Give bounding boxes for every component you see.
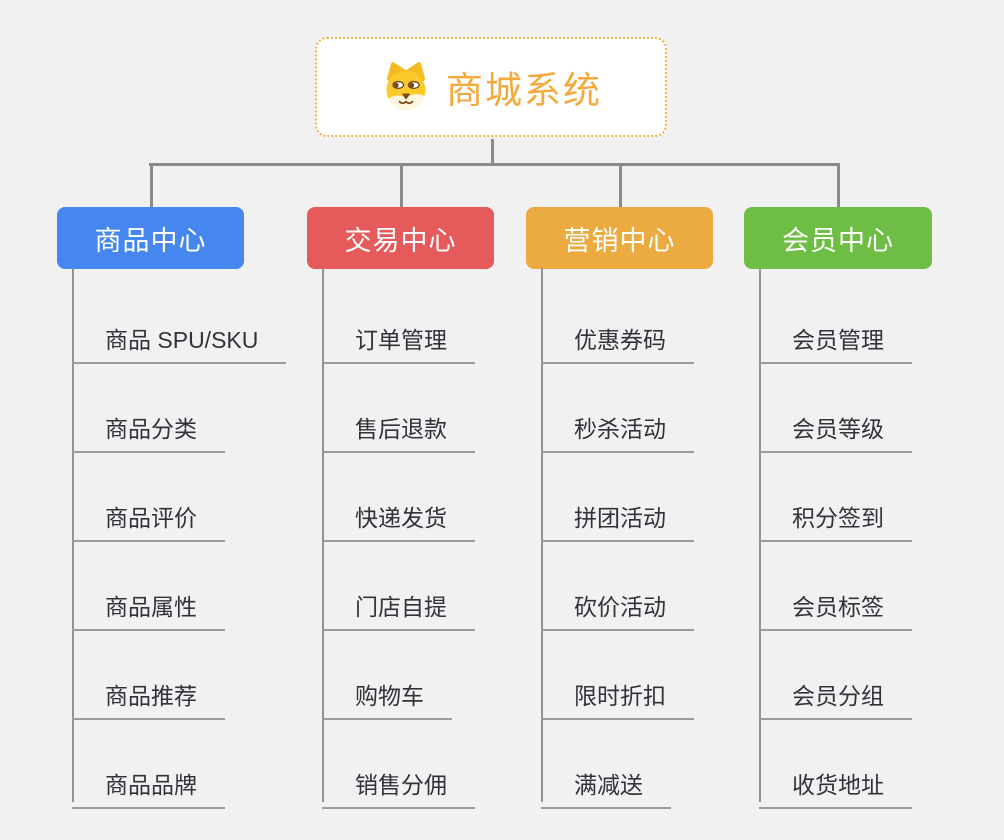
child-topic[interactable]: 门店自提 xyxy=(322,572,475,631)
child-topic[interactable]: 订单管理 xyxy=(322,305,475,364)
connector-line xyxy=(149,163,839,166)
child-topic-label: 会员标签 xyxy=(792,594,884,620)
branch-header-label: 交易中心 xyxy=(344,225,457,256)
root-title: 商城系统 xyxy=(446,70,602,111)
child-topic[interactable]: 商品 SPU/SKU xyxy=(72,305,287,364)
connector-line xyxy=(619,163,622,207)
connector-line xyxy=(400,163,403,207)
branch-header-label: 商品中心 xyxy=(94,225,207,256)
child-topic-label: 秒杀活动 xyxy=(574,416,666,442)
child-topic[interactable]: 商品评价 xyxy=(72,483,225,542)
child-topic-label: 拼团活动 xyxy=(574,505,666,531)
child-topic[interactable]: 拼团活动 xyxy=(541,483,694,542)
branch-children-line xyxy=(759,268,761,802)
child-topic-label: 销售分佣 xyxy=(355,772,447,798)
child-topic[interactable]: 商品品牌 xyxy=(72,750,225,809)
child-topic[interactable]: 快递发货 xyxy=(322,483,475,542)
root-node[interactable]: 商城系统 xyxy=(315,37,667,137)
child-topic[interactable]: 会员等级 xyxy=(759,394,912,453)
branch-header-1[interactable]: 交易中心 xyxy=(307,207,494,269)
branch-header-2[interactable]: 营销中心 xyxy=(526,207,713,269)
child-topic-label: 收货地址 xyxy=(792,772,884,798)
child-topic-label: 门店自提 xyxy=(355,594,447,620)
child-topic-label: 满减送 xyxy=(574,772,643,798)
child-topic-label: 购物车 xyxy=(355,683,424,709)
child-topic-label: 会员分组 xyxy=(792,683,884,709)
child-topic[interactable]: 售后退款 xyxy=(322,394,475,453)
child-topic-label: 商品 SPU/SKU xyxy=(105,327,259,353)
child-topic-label: 商品评价 xyxy=(105,505,197,531)
connector-line xyxy=(837,163,840,207)
child-topic-label: 商品品牌 xyxy=(105,772,197,798)
branch-header-3[interactable]: 会员中心 xyxy=(744,207,932,269)
child-topic[interactable]: 积分签到 xyxy=(759,483,912,542)
child-topic-label: 优惠券码 xyxy=(574,327,666,353)
child-topic[interactable]: 收货地址 xyxy=(759,750,912,809)
connector-line xyxy=(491,139,494,166)
child-topic[interactable]: 购物车 xyxy=(322,661,452,720)
child-topic[interactable]: 商品推荐 xyxy=(72,661,225,720)
branch-header-label: 会员中心 xyxy=(782,225,894,256)
child-topic[interactable]: 销售分佣 xyxy=(322,750,475,809)
child-topic-label: 会员管理 xyxy=(792,327,884,353)
branch-children-line xyxy=(322,268,324,802)
child-topic-label: 砍价活动 xyxy=(574,594,666,620)
child-topic-label: 商品属性 xyxy=(105,594,197,620)
child-topic-label: 快递发货 xyxy=(355,505,447,531)
child-topic-label: 售后退款 xyxy=(355,416,447,442)
child-topic-label: 商品分类 xyxy=(105,416,197,442)
child-topic[interactable]: 秒杀活动 xyxy=(541,394,694,453)
child-topic-label: 订单管理 xyxy=(355,327,447,353)
branch-header-0[interactable]: 商品中心 xyxy=(57,207,244,269)
child-topic[interactable]: 会员管理 xyxy=(759,305,912,364)
child-topic[interactable]: 砍价活动 xyxy=(541,572,694,631)
dog-face-icon xyxy=(386,62,426,110)
connector-line xyxy=(150,163,153,207)
child-topic-label: 商品推荐 xyxy=(105,683,197,709)
branch-children-line xyxy=(72,268,74,802)
child-topic-label: 会员等级 xyxy=(792,416,884,442)
child-topic[interactable]: 满减送 xyxy=(541,750,671,809)
child-topic[interactable]: 商品分类 xyxy=(72,394,225,453)
branch-header-label: 营销中心 xyxy=(563,225,676,256)
child-topic[interactable]: 商品属性 xyxy=(72,572,225,631)
child-topic[interactable]: 会员分组 xyxy=(759,661,912,720)
child-topic[interactable]: 会员标签 xyxy=(759,572,912,631)
branch-children-line xyxy=(541,268,543,802)
child-topic-label: 限时折扣 xyxy=(574,683,666,709)
child-topic[interactable]: 限时折扣 xyxy=(541,661,694,720)
child-topic[interactable]: 优惠券码 xyxy=(541,305,694,364)
child-topic-label: 积分签到 xyxy=(792,505,884,531)
